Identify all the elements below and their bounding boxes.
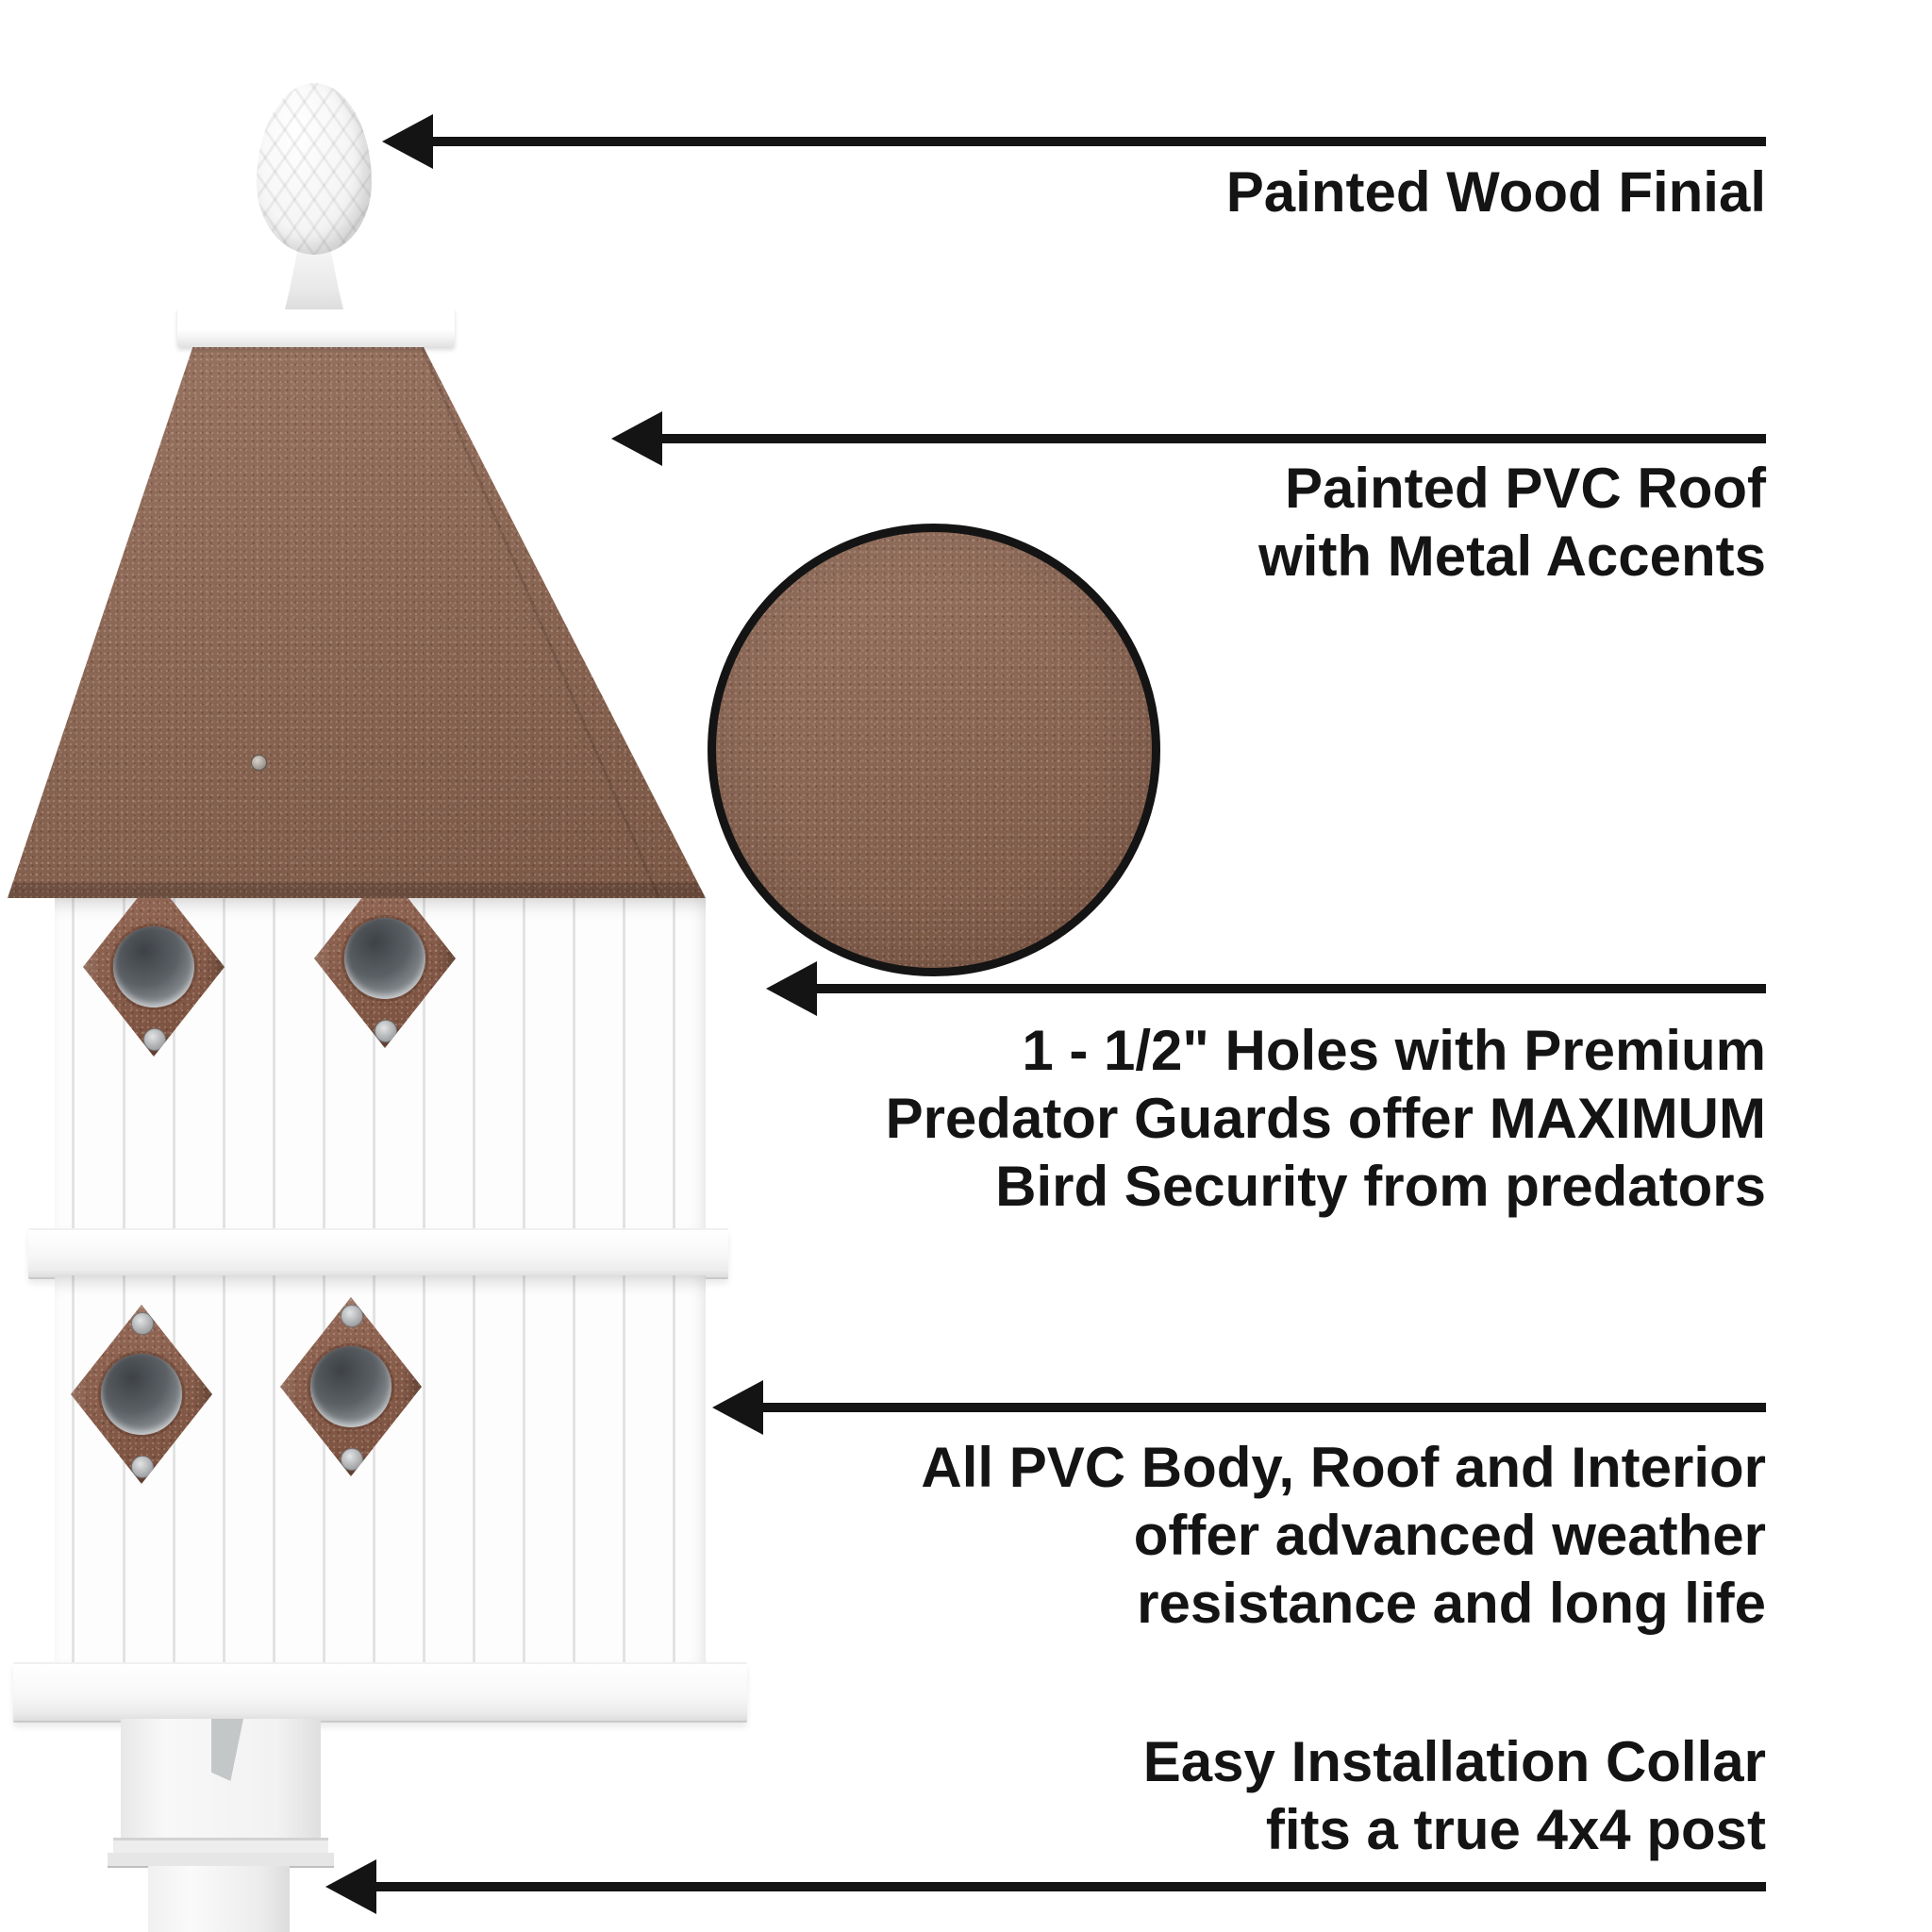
callout-label-holes: 1 - 1/2" Holes with Premium Predator Gua…: [886, 1017, 1766, 1221]
callout-arrow-collar: [373, 1882, 1766, 1891]
label-line: All PVC Body, Roof and Interior: [921, 1436, 1766, 1499]
entry-hole: [310, 1346, 391, 1427]
callout-label-body: All PVC Body, Roof and Interior offer ad…: [921, 1434, 1766, 1638]
roof-screw-icon: [251, 755, 267, 771]
roof: [8, 345, 706, 898]
mounting-post: [148, 1866, 290, 1932]
label-line: Easy Installation Collar: [1142, 1730, 1766, 1793]
arrowhead-left-icon: [712, 1380, 763, 1435]
callout-arrow-finial: [429, 137, 1766, 146]
entry-hole: [344, 918, 425, 999]
callout-arrow-roof: [658, 434, 1766, 443]
label-line: fits a true 4x4 post: [1265, 1798, 1766, 1861]
label-line: Painted PVC Roof: [1284, 457, 1766, 520]
callout-label-roof: Painted PVC Roof with Metal Accents: [1258, 455, 1766, 591]
entry-hole: [113, 926, 194, 1008]
arrowhead-left-icon: [325, 1859, 376, 1914]
mid-shelf: [28, 1228, 728, 1279]
callout-label-finial: Painted Wood Finial: [1226, 158, 1766, 226]
finial: [257, 83, 372, 255]
roof-front-face: [8, 345, 706, 898]
label-line: with Metal Accents: [1258, 525, 1766, 588]
label-line: 1 - 1/2" Holes with Premium: [1022, 1019, 1766, 1082]
roof-bottom-edge: [8, 883, 706, 898]
entry-hole: [101, 1354, 182, 1435]
label-line: Bird Security from predators: [995, 1155, 1766, 1218]
bottom-shelf: [13, 1662, 747, 1723]
cupola-cap: [177, 308, 455, 347]
roof-texture-detail-circle: [708, 524, 1160, 976]
callout-label-collar: Easy Installation Collar fits a true 4x4…: [1143, 1728, 1766, 1864]
callout-arrow-body: [759, 1403, 1766, 1412]
callout-arrow-holes: [813, 984, 1766, 993]
label-line: Predator Guards offer MAXIMUM: [885, 1087, 1766, 1150]
guard-screw-top: [131, 1312, 154, 1335]
label-line: resistance and long life: [1137, 1572, 1766, 1635]
label-line: offer advanced weather: [1133, 1504, 1766, 1567]
arrowhead-left-icon: [766, 961, 817, 1016]
guard-screw-top: [341, 1305, 363, 1327]
guard-screw-bottom: [131, 1456, 154, 1478]
arrowhead-left-icon: [382, 114, 433, 169]
label-line: Painted Wood Finial: [1225, 160, 1766, 224]
arrowhead-left-icon: [611, 411, 662, 466]
